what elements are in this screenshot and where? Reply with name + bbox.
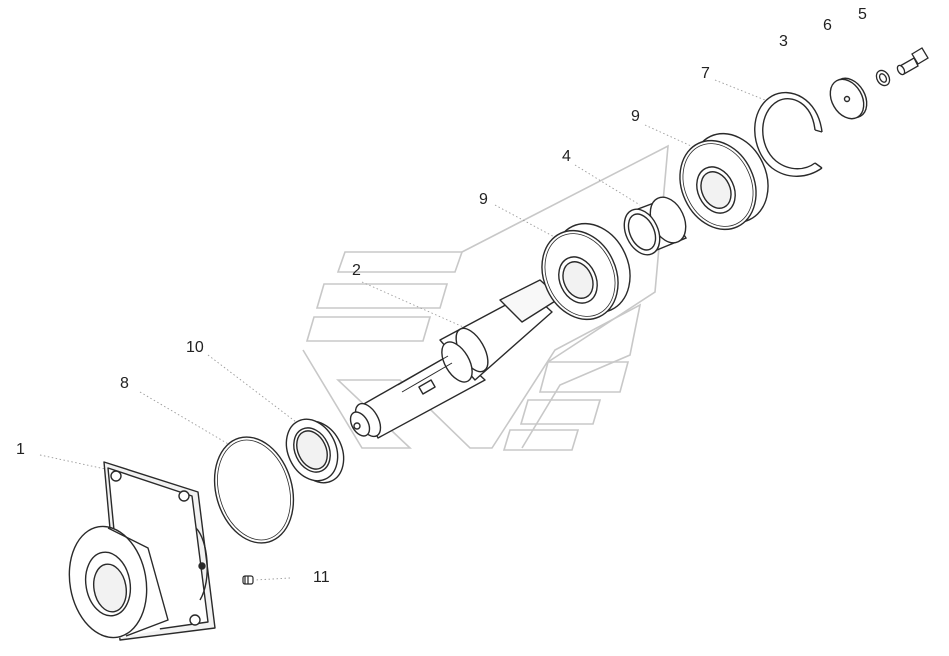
part-7-retaining-ring	[754, 91, 823, 177]
watermark-bar	[519, 399, 602, 425]
watermark-bar	[315, 283, 449, 309]
callout-part-5: 5	[858, 6, 867, 23]
callout-part-9a: 9	[479, 191, 488, 208]
part-2-shaft	[349, 279, 561, 439]
part-4-spacer-sleeve	[623, 196, 688, 256]
part-9b-bearing	[679, 132, 769, 231]
watermark-bar	[336, 251, 464, 273]
watermark-bar	[305, 316, 432, 342]
callout-part-9b: 9	[631, 108, 640, 125]
part-3-washer	[829, 77, 868, 120]
part-6-lock-washer	[875, 69, 891, 87]
callout-part-1: 1	[16, 441, 25, 458]
callout-part-6: 6	[823, 17, 832, 34]
part-8-o-ring	[213, 436, 295, 544]
watermark-chevron	[302, 303, 642, 449]
callout-part-11: 11	[313, 569, 330, 586]
callout-part-2: 2	[352, 262, 361, 279]
callout-part-8: 8	[120, 375, 129, 392]
watermark-logo	[302, 144, 669, 451]
callout-part-10: 10	[186, 339, 204, 356]
watermark-bar	[538, 361, 630, 393]
watermark-bar	[502, 429, 580, 451]
part-10-seal	[285, 418, 345, 484]
callout-part-3: 3	[779, 33, 788, 50]
part-1-flanged-housing	[68, 461, 216, 641]
part-9a-bearing	[541, 222, 631, 321]
callout-part-4: 4	[562, 148, 571, 165]
leader-lines	[39, 79, 766, 581]
callout-part-7: 7	[701, 65, 710, 82]
part-5-bolt	[896, 47, 929, 76]
part-11-plug	[242, 575, 254, 585]
